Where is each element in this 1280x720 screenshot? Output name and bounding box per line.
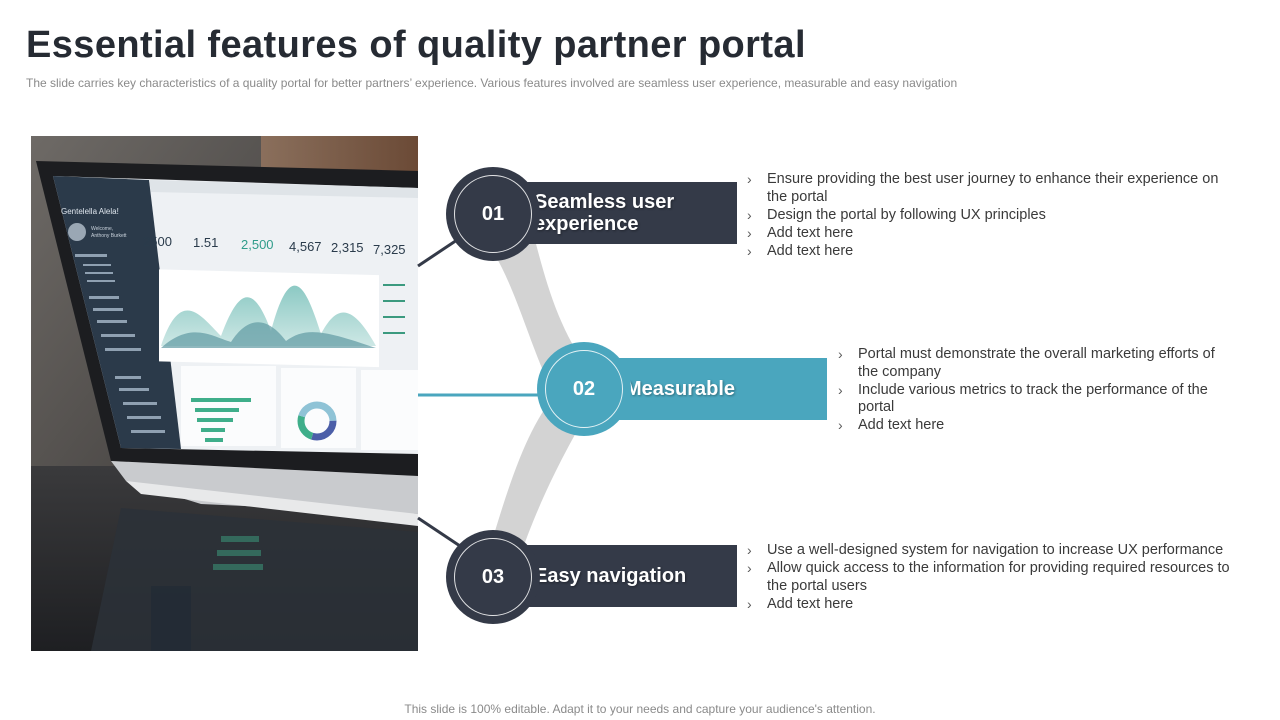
screen-brand: Gentelella Alela! xyxy=(61,207,119,216)
chevron-right-icon: › xyxy=(747,206,752,223)
list-item: ›Portal must demonstrate the overall mar… xyxy=(838,346,1215,380)
svg-text:Welcome,: Welcome, xyxy=(91,226,113,232)
screen-user: Anthony Burkett xyxy=(91,233,127,239)
list-item: ›Include various metrics to track the pe… xyxy=(838,381,1208,416)
feature-2-label: Measurable xyxy=(625,378,736,400)
chevron-right-icon: › xyxy=(747,542,752,558)
feature-3-circle: 03 xyxy=(446,530,540,624)
chevron-right-icon: › xyxy=(747,560,752,576)
feature-3-number: 03 xyxy=(454,538,532,616)
screen-stat-3: 2,500 xyxy=(241,237,274,252)
feature-1-bullets: ›Ensure providing the best user journey … xyxy=(747,171,1242,261)
feature-2-bullets: ›Portal must demonstrate the overall mar… xyxy=(838,346,1238,435)
chevron-right-icon: › xyxy=(747,224,752,241)
laptop-dashboard-photo: Gentelella Alela! Welcome, Anthony Burke… xyxy=(31,136,418,651)
list-item: ›Ensure providing the best user journey … xyxy=(747,171,1219,205)
page-title: Essential features of quality partner po… xyxy=(26,24,806,66)
screen-stat-1: 2500 xyxy=(143,234,172,249)
feature-2-number: 02 xyxy=(545,350,623,428)
list-item: ›Allow quick access to the information f… xyxy=(747,560,1230,594)
screen-stat-4: 4,567 xyxy=(289,239,322,254)
chevron-right-icon: › xyxy=(747,242,752,259)
list-item: ›Add text here xyxy=(838,417,945,433)
footer-note: This slide is 100% editable. Adapt it to… xyxy=(404,702,876,716)
chevron-right-icon: › xyxy=(747,171,752,187)
chevron-right-icon: › xyxy=(747,595,752,612)
screen-stat-6: 7,325 xyxy=(373,242,406,257)
feature-1-number: 01 xyxy=(454,175,532,253)
feature-1-band: Seamless user experience xyxy=(500,182,737,244)
chevron-right-icon: › xyxy=(838,381,843,398)
list-item: ›Add text here xyxy=(747,242,854,259)
chevron-right-icon: › xyxy=(838,417,843,433)
feature-1-label: Seamless user experience xyxy=(534,191,675,235)
screen-stat-2: 1.51 xyxy=(193,235,218,250)
feature-2-circle: 02 xyxy=(537,342,631,436)
feature-3-label: Easy navigation xyxy=(534,565,687,587)
list-item: ›Use a well-designed system for navigati… xyxy=(747,542,1224,558)
feature-1-circle: 01 xyxy=(446,167,540,261)
page-subtitle: The slide carries key characteristics of… xyxy=(26,76,958,90)
screen-stat-5: 2,315 xyxy=(331,240,364,255)
chevron-right-icon: › xyxy=(838,346,843,362)
list-item: ›Design the portal by following UX princ… xyxy=(747,206,1046,223)
feature-3-bullets: ›Use a well-designed system for navigati… xyxy=(747,542,1247,614)
list-item: ›Add text here xyxy=(747,595,854,612)
list-item: ›Add text here xyxy=(747,224,854,241)
